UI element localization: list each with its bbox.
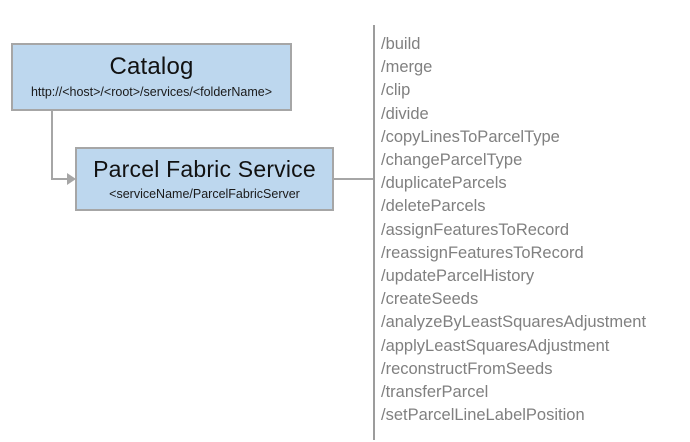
node-catalog-subtitle: http://<host>/<root>/services/<folderNam… — [30, 84, 273, 99]
operation-item[interactable]: /setParcelLineLabelPosition — [381, 406, 585, 425]
connector-catalog-to-service-vertical — [51, 111, 53, 180]
operation-item[interactable]: /changeParcelType — [381, 151, 523, 170]
operation-item[interactable]: /merge — [381, 58, 433, 77]
connector-catalog-to-service-horizontal — [51, 178, 69, 180]
operation-item[interactable]: /transferParcel — [381, 383, 489, 402]
operations-list: /build /merge /clip /divide /copyLinesTo… — [381, 33, 681, 427]
arrowhead-icon — [67, 173, 76, 185]
operation-item[interactable]: /reassignFeaturesToRecord — [381, 243, 584, 262]
operation-item[interactable]: /deleteParcels — [381, 197, 486, 216]
operation-item[interactable]: /divide — [381, 104, 429, 123]
node-parcel-fabric-service[interactable]: Parcel Fabric Service <serviceName/Parce… — [75, 147, 334, 211]
operation-item[interactable]: /duplicateParcels — [381, 174, 507, 193]
node-catalog-title: Catalog — [109, 52, 194, 80]
node-catalog[interactable]: Catalog http://<host>/<root>/services/<f… — [11, 43, 292, 111]
operation-item[interactable]: /build — [381, 35, 421, 53]
connector-service-to-operations — [334, 178, 374, 180]
operations-divider — [373, 25, 375, 440]
operation-item[interactable]: /updateParcelHistory — [381, 267, 535, 286]
operation-item[interactable]: /copyLinesToParcelType — [381, 127, 560, 146]
operation-item[interactable]: /analyzeByLeastSquaresAdjustment — [381, 313, 647, 332]
operation-item[interactable]: /reconstructFromSeeds — [381, 359, 553, 378]
node-parcel-fabric-service-subtitle: <serviceName/ParcelFabricServer — [109, 186, 300, 201]
operation-item[interactable]: /createSeeds — [381, 290, 479, 309]
node-parcel-fabric-service-title: Parcel Fabric Service — [93, 155, 316, 182]
operation-item[interactable]: /clip — [381, 81, 411, 100]
operation-item[interactable]: /assignFeaturesToRecord — [381, 220, 570, 239]
operation-item[interactable]: /applyLeastSquaresAdjustment — [381, 336, 610, 355]
